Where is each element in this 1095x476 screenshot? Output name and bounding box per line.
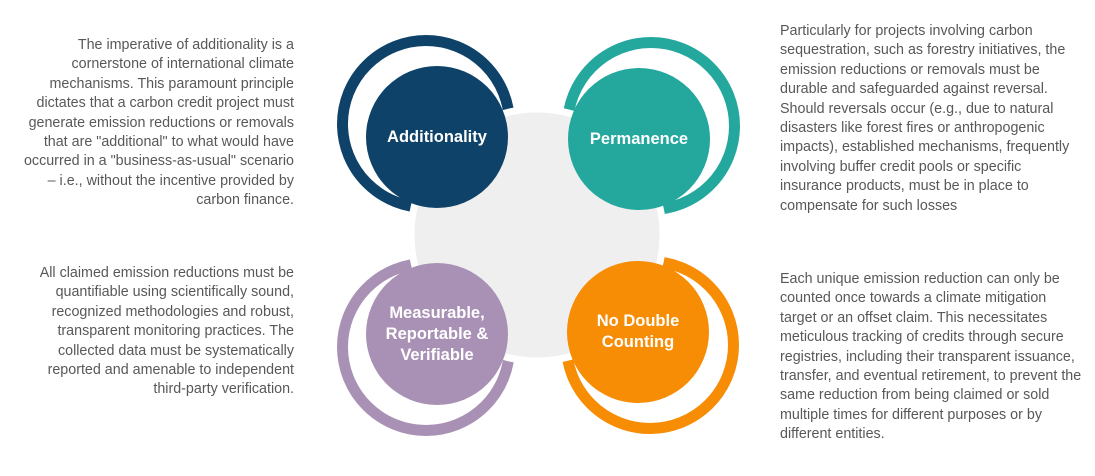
label-measurable-reportable-verifiable: Measurable, Reportable & Verifiable	[385, 303, 489, 364]
circle-no-double-counting	[567, 261, 709, 403]
circle-additionality	[366, 66, 508, 208]
label-no-double-counting: No Double Counting	[596, 312, 680, 351]
description-permanence: Particularly for projects involving carb…	[780, 23, 1070, 214]
label-additionality: Additionality	[387, 127, 487, 146]
description-additionality: The imperative of additionality is a cor…	[23, 37, 294, 209]
description-measurable-reportable-verifiable: All claimed emission reductions must be …	[39, 265, 294, 398]
description-no-double-counting: Each unique emission reduction can only …	[780, 271, 1082, 443]
circle-measurable-reportable-verifiable	[366, 263, 508, 405]
circle-permanence	[568, 68, 710, 210]
label-permanence: Permanence	[589, 129, 689, 148]
